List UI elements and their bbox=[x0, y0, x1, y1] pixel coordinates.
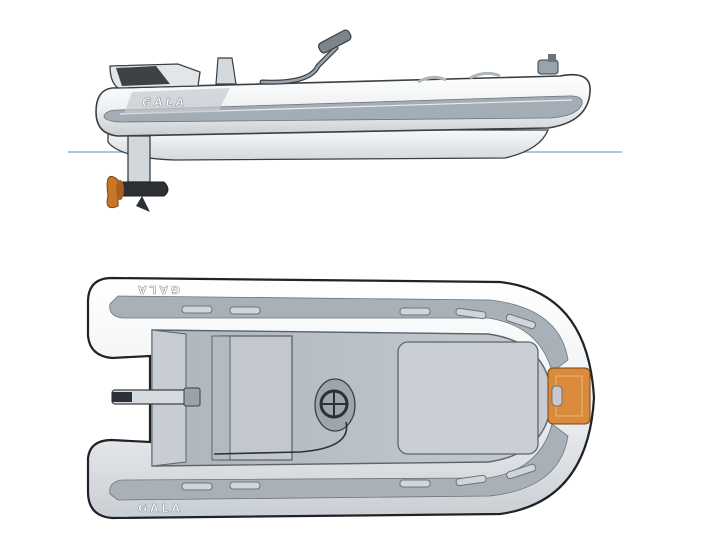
top-stripe-lower bbox=[109, 423, 569, 501]
side-hull bbox=[107, 129, 549, 161]
top-bow-locker bbox=[397, 341, 539, 455]
top-steering-console bbox=[213, 378, 356, 455]
propeller-icon bbox=[106, 176, 124, 209]
top-brand-logo-upper: GALA bbox=[135, 283, 180, 296]
side-tube-stripe bbox=[103, 95, 583, 123]
top-outboard-motor bbox=[111, 387, 201, 407]
side-bench bbox=[215, 57, 237, 85]
top-bench-seat bbox=[219, 335, 293, 461]
side-view: GALA bbox=[68, 29, 622, 212]
top-view: GALA GALA bbox=[86, 276, 596, 520]
side-brand-logo: GALA bbox=[141, 96, 188, 109]
side-steering-wheel bbox=[317, 29, 352, 54]
side-motor-pod bbox=[121, 181, 169, 197]
top-brand-logo-lower: GALA bbox=[138, 502, 183, 515]
side-motor-shaft bbox=[127, 135, 151, 183]
top-tube-handles bbox=[181, 305, 537, 491]
top-stripe-upper bbox=[109, 295, 569, 373]
top-bow-step bbox=[547, 367, 591, 425]
